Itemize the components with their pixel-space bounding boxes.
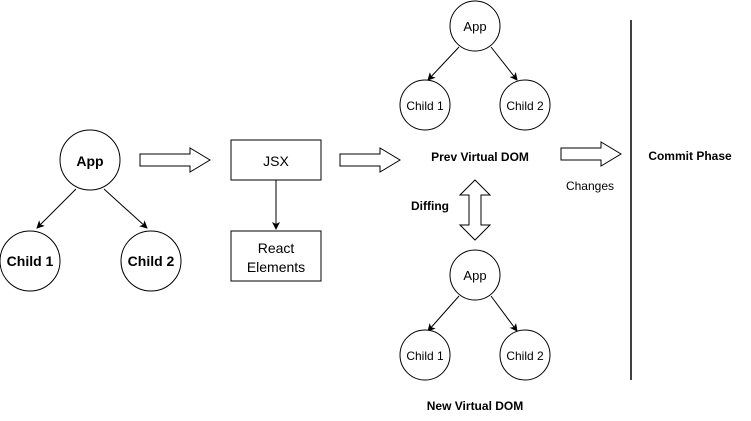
left-edge-root-child2 (103, 188, 148, 229)
prev-root-label: App (463, 19, 486, 34)
block-arrow-jsx-to-prev-dom (339, 147, 401, 173)
new-edge-root-child2 (490, 295, 518, 332)
new-edge-root-child1 (427, 295, 460, 332)
block-arrow-tree-to-jsx (139, 147, 211, 173)
left-tree: App Child 1 Child 2 (0, 129, 182, 292)
left-child2-label: Child 2 (128, 253, 175, 269)
prev-child2-node (499, 79, 551, 131)
react-elements-label-line2: Elements (247, 259, 305, 275)
commit-phase-label: Commit Phase (648, 149, 732, 163)
left-child1-label: Child 1 (7, 253, 54, 269)
new-virtual-dom-caption: New Virtual DOM (427, 399, 523, 413)
jsx-label: JSX (263, 153, 289, 169)
prev-root-node (449, 0, 501, 52)
left-child1-node (0, 230, 61, 292)
left-root-label: App (76, 153, 103, 169)
prev-virtual-dom-caption: Prev Virtual DOM (431, 150, 529, 164)
left-root-node (59, 129, 121, 191)
left-edge-root-child1 (36, 188, 77, 229)
new-child2-node (499, 329, 551, 381)
prev-edge-root-child2 (490, 46, 518, 81)
jsx-box (230, 139, 322, 181)
prev-child2-label: Child 2 (506, 99, 544, 113)
prev-virtual-dom-tree: App Child 1 Child 2 Prev Virtual DOM (399, 0, 551, 164)
new-root-node (449, 249, 501, 301)
new-virtual-dom-tree: App Child 1 Child 2 New Virtual DOM (399, 249, 551, 413)
diffing-label: Diffing (411, 199, 449, 213)
new-child1-node (399, 329, 451, 381)
diffing-double-arrow (458, 179, 492, 241)
prev-child1-label: Child 1 (406, 99, 444, 113)
prev-child1-node (399, 79, 451, 131)
react-elements-label-line1: React (258, 240, 295, 256)
left-child2-node (120, 230, 182, 292)
new-child1-label: Child 1 (406, 349, 444, 363)
new-root-label: App (463, 268, 486, 283)
new-child2-label: Child 2 (506, 349, 544, 363)
prev-edge-root-child1 (427, 46, 460, 81)
react-elements-box (230, 230, 322, 282)
block-arrow-to-commit (560, 141, 622, 167)
changes-label: Changes (566, 179, 614, 193)
